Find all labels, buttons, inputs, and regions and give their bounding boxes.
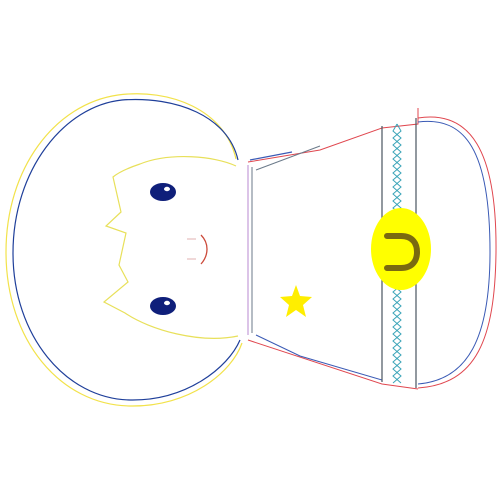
body-top-blue [249, 151, 293, 161]
hair-outline [102, 156, 239, 339]
body-bulb-red [417, 116, 497, 389]
body-bottom-red [247, 339, 419, 390]
left-eye [150, 183, 176, 201]
body-bottom-blue [255, 334, 383, 381]
right-eye [150, 297, 176, 315]
body-bulb-blue [417, 120, 491, 385]
head-outline-yellow [5, 93, 243, 407]
yellow-badge [371, 208, 431, 290]
mouth [200, 234, 208, 265]
right-eye-highlight [164, 300, 170, 306]
star-icon [280, 285, 312, 317]
body-top-red [247, 108, 419, 163]
badge-letter-icon [384, 233, 421, 271]
left-eye-highlight [164, 186, 170, 192]
body-top-gray [255, 145, 321, 171]
head-outline-blue [12, 98, 241, 401]
